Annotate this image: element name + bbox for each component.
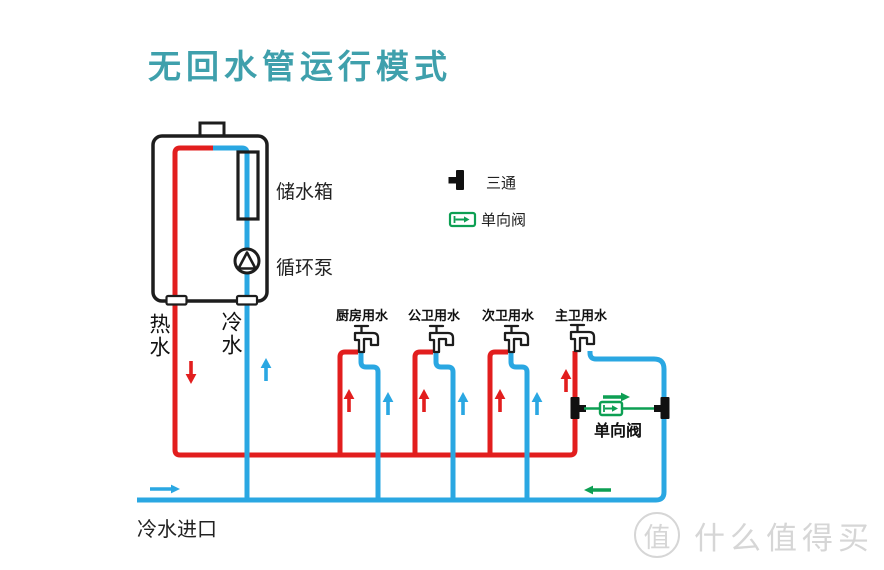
check-valve-inner-arrow-head: [612, 405, 618, 412]
legend-tee-label: 三通: [486, 174, 517, 192]
storage-tank: [236, 150, 260, 221]
hot-pipe-main: [172, 145, 578, 458]
cold-riser-public-bath: [433, 351, 456, 500]
legend-tee-icon: [456, 170, 464, 190]
flow-arrow-hot-second-bath: [492, 387, 508, 414]
flow-arrow-inlet-head: [171, 484, 180, 494]
cold-riser-second-bath: [508, 351, 530, 500]
flow-arrow-hot-kitchen: [341, 387, 357, 414]
pump-label: 循环泵: [276, 257, 334, 279]
cold-riser-kitchen: [358, 351, 381, 500]
tank-label: 储水箱: [276, 181, 334, 203]
tap-label-second-bath: 次卫用水: [481, 309, 534, 324]
legend-check-valve-arrow-head: [464, 216, 470, 223]
tee-icon-cold-stub: [654, 405, 661, 412]
watermark-badge: 值: [634, 512, 680, 558]
flow-arrow-return-left-head: [584, 485, 593, 495]
hot-branch-public-bath: [412, 349, 433, 455]
hot-water-label: 热水: [147, 313, 171, 359]
tee-icon-cold: [660, 397, 670, 419]
pump-triangle: [237, 251, 257, 270]
faucet-icon-kitchen: [353, 324, 380, 354]
tee-icon-hot-stub: [579, 405, 586, 412]
hot-branch-kitchen: [337, 349, 358, 455]
tap-label-kitchen: 厨房用水: [335, 309, 388, 324]
faucet-icon-second-bath: [503, 324, 530, 354]
flow-arrow-hot-master-bath: [558, 367, 574, 394]
cold-inlet-connector: [235, 294, 259, 306]
hot-outlet-connector: [165, 294, 188, 306]
check-valve-label: 单向阀: [594, 421, 643, 440]
flow-arrow-valve-right-head: [621, 392, 630, 402]
watermark-text: 什么值得买: [694, 520, 874, 557]
flow-arrow-hot-public-bath: [416, 387, 432, 414]
faucet-icon-master-bath: [569, 323, 596, 353]
flow-arrow-cold-second-bath: [529, 390, 545, 417]
cold-pipe-main: [137, 350, 667, 503]
legend-tee-icon-stub: [448, 177, 457, 184]
flow-arrow-cold-kitchen: [380, 390, 396, 417]
flow-arrow-hot-down: [183, 359, 199, 386]
watermark: 值 什么值得买: [634, 512, 874, 558]
flow-arrow-cold-up: [258, 356, 274, 383]
faucet-icon-public-bath: [428, 324, 455, 354]
tap-label-master-bath: 主卫用水: [554, 309, 607, 324]
cold-inlet-label: 冷水进口: [137, 517, 217, 541]
tap-label-public-bath: 公卫用水: [407, 309, 460, 324]
cold-water-label: 冷水: [219, 311, 243, 357]
hot-branch-second-bath: [487, 349, 508, 455]
page-title: 无回水管运行模式: [148, 47, 452, 86]
circulation-pump-icon: [233, 247, 261, 275]
legend-check-valve-label: 单向阀: [481, 211, 527, 229]
tee-icon-hot: [570, 397, 580, 419]
flow-arrow-cold-public-bath: [455, 390, 471, 417]
